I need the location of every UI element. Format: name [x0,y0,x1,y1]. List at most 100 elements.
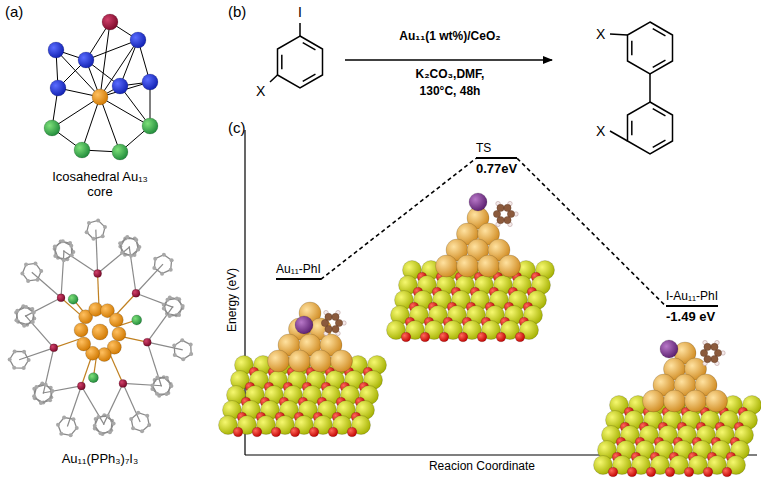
carbon-atom [155,375,159,379]
double-bond [303,74,316,81]
carbon-atom [15,309,19,313]
gold-atom [289,350,311,372]
double-bond [653,140,666,147]
gold-atom [331,350,353,372]
carbon-atom [504,216,511,223]
bond-line [649,74,651,102]
bond-line [123,383,140,422]
carbon-atom [98,431,102,435]
bond-line [136,293,173,307]
carbon-atom [173,353,177,357]
icosahedron-figure [44,14,158,160]
phenyl-ring [22,263,41,281]
energy-level [666,305,718,307]
oxygen-atom [477,332,487,342]
carbon-atom [711,355,718,362]
carbon-atom [26,279,30,283]
substituent-label: X [256,83,265,99]
bond-line [129,246,136,293]
carbon-atom [61,239,65,243]
phosphorus-atom [77,382,85,390]
double-bond [631,121,633,136]
molecule-drawings [270,22,673,154]
phosphorus-atom [132,289,140,297]
carbon-atom [145,414,149,418]
bond-line [111,356,123,384]
carbon-atom [62,258,66,262]
oxygen-atom [309,427,319,437]
carbon-atom [13,349,17,353]
double-bond [653,60,666,67]
cluster-figures [8,14,761,477]
cluster-atom [78,52,94,68]
cluster-atom [74,142,90,158]
carbon-atom [48,398,52,402]
carbon-atom [24,305,28,309]
carbon-atom [497,204,504,211]
carbon-atom [131,426,135,430]
reaction-path [517,158,666,306]
cluster-atom [142,118,158,134]
biaryl-ring [628,22,673,74]
gold-atom [478,255,500,277]
oxygen-atom [271,427,281,437]
substituent-label: X [596,123,605,139]
carbon-atom [150,384,154,388]
carbon-atom [24,263,28,267]
carbon-atom [39,401,43,405]
phenyl-ring [152,377,171,394]
state-label: TS [476,141,517,155]
carbon-atom [704,343,711,350]
carbon-atom [53,244,57,248]
carbon-atom [172,343,176,347]
phenyl-ring [95,416,114,434]
phenyl-ring [55,241,74,259]
iodine-atom [68,294,78,304]
oxygen-atom [439,332,449,342]
carbon-atom [152,266,156,270]
ligand-bonds [19,230,183,427]
phenyl-ring [131,413,149,432]
oxygen-atom [646,467,656,477]
energy-level [476,157,517,159]
carbon-atom [169,268,173,272]
phenyl-ring [120,237,138,256]
carbon-atom [75,426,79,430]
bond-line [100,40,138,97]
bond-line [32,272,61,298]
carbon-atom [332,313,339,320]
phosphorus-atom [57,294,65,302]
oxygen-atom [703,467,713,477]
gold-atom [457,255,479,277]
substituent-label: X [596,26,605,42]
carbon-atom [129,254,133,258]
cluster-atom [142,74,158,90]
phosphorus-atom [94,270,102,278]
carbon-atom [62,416,66,420]
energy-axes [245,130,757,455]
energy-state: Au₁₁-PhI [276,262,321,282]
carbon-atom [93,424,97,428]
carbon-atom [8,358,12,362]
bond-line [299,23,301,36]
carbon-atom [32,394,36,398]
carbon-atom [162,253,166,257]
bond-line [136,264,163,293]
carbon-atom [33,261,37,265]
carbon-atom [153,257,157,261]
bond-line [123,383,162,385]
panel-label: (b) [228,3,246,20]
carbon-atom [31,320,35,324]
oxygen-atom [608,467,618,477]
phenyl-ring [174,340,191,359]
double-bond [281,55,283,70]
energy-value: -1.49 eV [666,309,718,325]
oxygen-atom [290,427,300,437]
bond-line [98,247,130,274]
carbon-atom [180,338,184,342]
carbon-atom [189,343,193,347]
carbon-atom [504,204,511,211]
gold-atom [436,255,458,277]
reaction-condition: K₂CO₃,DMF, [416,68,485,82]
